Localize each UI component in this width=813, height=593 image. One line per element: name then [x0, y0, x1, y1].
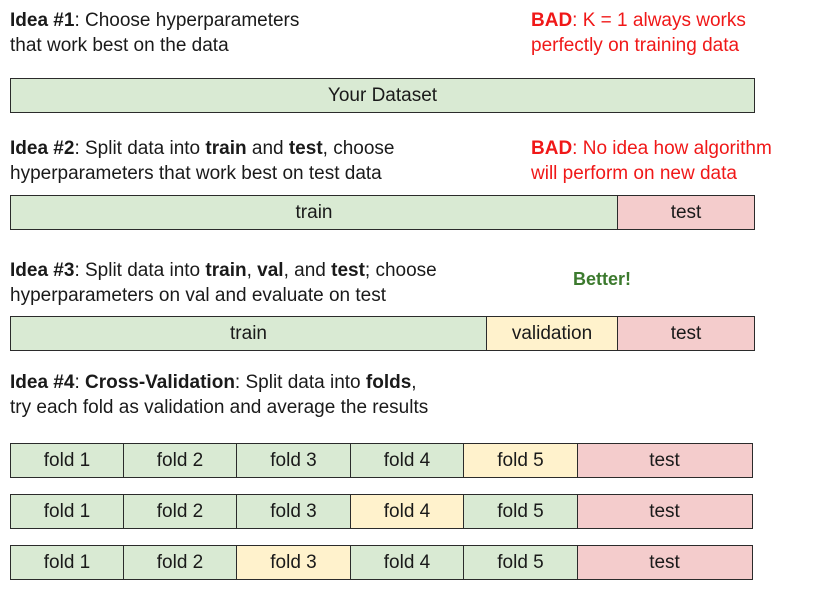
- idea2-test-word: test: [288, 138, 323, 159]
- dataset-segment: Your Dataset: [11, 79, 754, 112]
- fold-row-3-cell-3: fold 3: [236, 545, 351, 580]
- idea3-test-word: test: [331, 260, 365, 281]
- fold-row-2-cell-2: fold 2: [122, 494, 238, 529]
- idea1-text: Idea #1: Choose hyperparameters that wor…: [10, 8, 299, 58]
- fold-row-1-cell-4: fold 4: [349, 443, 465, 478]
- idea3-label: Idea #3: [10, 260, 75, 281]
- idea4-label: Idea #4: [10, 372, 75, 393]
- split3-bar: train validation test: [10, 316, 755, 351]
- idea1-bad-line2: perfectly on training data: [531, 35, 740, 56]
- idea4-t2: : Split data into: [234, 372, 366, 393]
- split3-validation: validation: [486, 317, 617, 350]
- idea3-line1: Idea #3: Split data into train, val, and…: [10, 258, 437, 283]
- fold-row-1-cell-2: fold 2: [122, 443, 238, 478]
- idea2-text: Idea #2: Split data into train and test,…: [10, 136, 394, 186]
- fold-row-2: fold 1 fold 2 fold 3 fold 4 fold 5 test: [10, 494, 753, 529]
- idea4-line1: Idea #4: Cross-Validation: Split data in…: [10, 370, 428, 395]
- fold-row-3: fold 1 fold 2 fold 3 fold 4 fold 5 test: [10, 545, 753, 580]
- idea2-t3: , choose: [322, 138, 395, 159]
- idea2-bad-note: BAD: No idea how algorithm will perform …: [531, 136, 772, 186]
- split3-test: test: [617, 317, 754, 350]
- idea1-label: Idea #1: [10, 10, 75, 31]
- fold-row-3-cell-5: fold 5: [463, 545, 578, 580]
- fold-row-2-cell-5: fold 5: [463, 494, 578, 529]
- fold-row-1-test: test: [576, 443, 753, 478]
- idea1-bad-note: BAD: K = 1 always works perfectly on tra…: [531, 8, 746, 58]
- idea3-text: Idea #3: Split data into train, val, and…: [10, 258, 437, 308]
- idea2-train-word: train: [205, 138, 247, 159]
- split2-train: train: [11, 196, 617, 229]
- idea2-bad-line1: BAD: No idea how algorithm: [531, 136, 772, 161]
- idea4-folds-word: folds: [365, 372, 412, 393]
- split3-train: train: [11, 317, 486, 350]
- idea3-t4: ; choose: [364, 260, 437, 281]
- idea2-t2: and: [246, 138, 289, 159]
- fold-row-2-test: test: [576, 494, 753, 529]
- idea2-bad-label: BAD: [531, 138, 573, 159]
- idea4-text: Idea #4: Cross-Validation: Split data in…: [10, 370, 428, 420]
- idea1-line1: Idea #1: Choose hyperparameters: [10, 8, 299, 33]
- dataset-bar: Your Dataset: [10, 78, 755, 113]
- fold-row-2-cell-1: fold 1: [10, 494, 124, 529]
- fold-row-1: fold 1 fold 2 fold 3 fold 4 fold 5 test: [10, 443, 753, 478]
- idea1-line1-text: : Choose hyperparameters: [74, 10, 300, 31]
- fold-row-1-cell-3: fold 3: [236, 443, 351, 478]
- split2-test: test: [617, 196, 754, 229]
- fold-row-1-cell-5: fold 5: [463, 443, 578, 478]
- better-label: Better!: [573, 269, 632, 289]
- idea3-train-word: train: [205, 260, 247, 281]
- idea1-bad-line1: BAD: K = 1 always works: [531, 8, 746, 33]
- idea2-bad-line2: will perform on new data: [531, 163, 737, 184]
- idea4-line2: try each fold as validation and average …: [10, 397, 429, 418]
- fold-row-2-cell-4: fold 4: [349, 494, 465, 529]
- fold-row-1-cell-1: fold 1: [10, 443, 124, 478]
- idea2-t1: : Split data into: [74, 138, 206, 159]
- idea2-label: Idea #2: [10, 138, 75, 159]
- idea2-line1: Idea #2: Split data into train and test,…: [10, 136, 394, 161]
- idea3-line2: hyperparameters on val and evaluate on t…: [10, 285, 387, 306]
- idea1-bad-line1-text: : K = 1 always works: [572, 10, 746, 31]
- idea2-line2: hyperparameters that work best on test d…: [10, 163, 382, 184]
- idea2-bad-line1-text: : No idea how algorithm: [572, 138, 772, 159]
- idea3-val-word: val: [257, 260, 284, 281]
- idea3-t3: , and: [283, 260, 332, 281]
- split2-bar: train test: [10, 195, 755, 230]
- fold-row-2-cell-3: fold 3: [236, 494, 351, 529]
- idea4-cv-word: Cross-Validation: [85, 372, 235, 393]
- idea3-t1: : Split data into: [74, 260, 206, 281]
- idea4-t1: :: [74, 372, 85, 393]
- fold-row-3-cell-2: fold 2: [122, 545, 238, 580]
- fold-row-3-cell-1: fold 1: [10, 545, 124, 580]
- idea3-t2: ,: [246, 260, 258, 281]
- idea1-bad-label: BAD: [531, 10, 573, 31]
- idea1-line2: that work best on the data: [10, 35, 229, 56]
- fold-row-3-test: test: [576, 545, 753, 580]
- fold-row-3-cell-4: fold 4: [349, 545, 465, 580]
- idea4-t3: ,: [411, 372, 417, 393]
